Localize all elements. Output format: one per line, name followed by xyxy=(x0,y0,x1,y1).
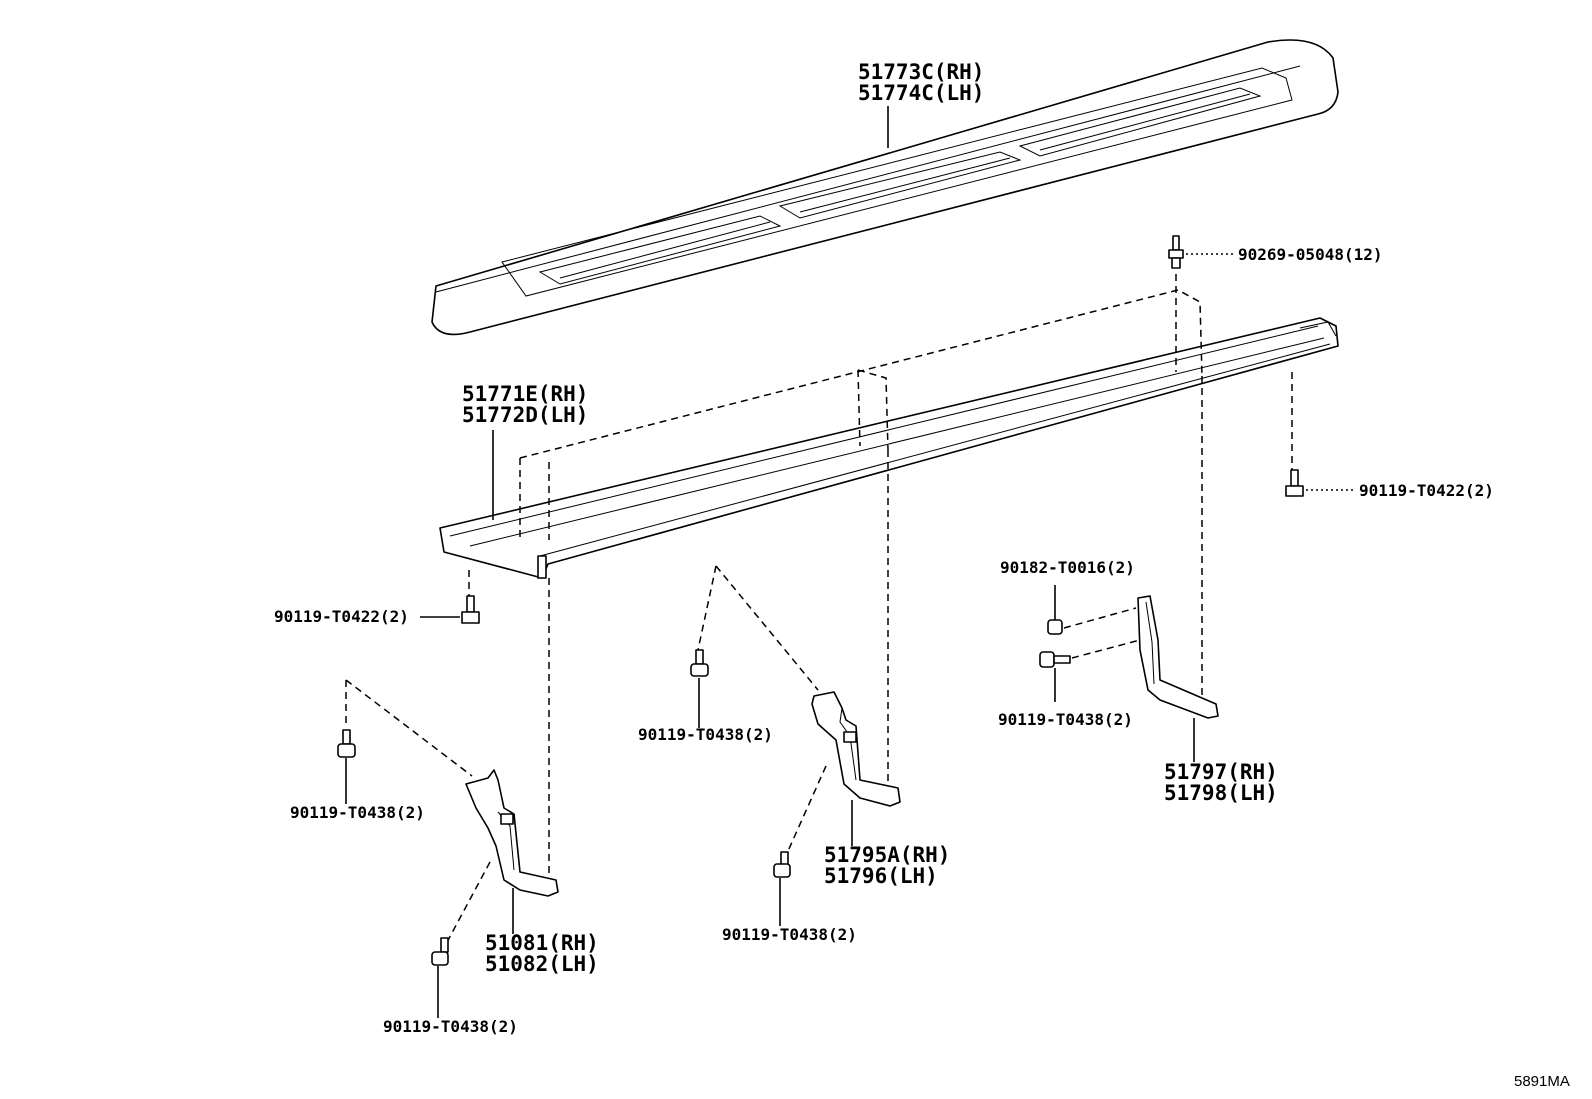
diagram-code: 5891MA xyxy=(1514,1073,1570,1090)
bolt-left-top-part[interactable] xyxy=(461,595,480,624)
dash-front-a xyxy=(345,679,473,777)
bracket-front-part[interactable] xyxy=(465,769,559,897)
bracket-center-label-lh[interactable]: 51796(LH) xyxy=(824,864,938,888)
dash-center-a xyxy=(715,565,819,691)
step-pad-label-lh[interactable]: 51774C(LH) xyxy=(858,81,984,105)
dash-bolt-rear xyxy=(1071,639,1141,659)
bolt-center-lower-part[interactable] xyxy=(773,851,791,878)
bolt-front-lower-part[interactable] xyxy=(431,937,449,966)
bolt-front-upper-part[interactable] xyxy=(337,729,356,758)
bolt-center-lower-label[interactable]: 90119-T0438(2) xyxy=(722,925,857,944)
bolt-right-top-label[interactable]: 90119-T0422(2) xyxy=(1359,481,1494,500)
bolt-left-top-label[interactable]: 90119-T0422(2) xyxy=(274,607,409,626)
clip-label[interactable]: 90269-05048(12) xyxy=(1238,245,1383,264)
step-assembly-label-lh[interactable]: 51772D(LH) xyxy=(462,403,588,427)
bolt-rear-part[interactable] xyxy=(1039,651,1071,668)
step-pad-part[interactable] xyxy=(431,39,1339,336)
clip-part[interactable] xyxy=(1168,235,1184,269)
nut-rear-label[interactable]: 90182-T0016(2) xyxy=(1000,558,1135,577)
step-pad-label-rh[interactable]: 51773C(RH) xyxy=(858,60,984,84)
bolt-right-top-part[interactable] xyxy=(1285,469,1304,497)
dash-pad-center xyxy=(857,369,889,451)
bracket-front-label-lh[interactable]: 51082(LH) xyxy=(485,952,599,976)
bracket-front-label-rh[interactable]: 51081(RH) xyxy=(485,931,599,955)
dash-front-c xyxy=(445,861,491,945)
dash-center-c xyxy=(783,765,827,861)
bracket-rear-part[interactable] xyxy=(1137,595,1219,719)
bolt-center-upper-part[interactable] xyxy=(690,649,709,677)
bracket-rear-label-rh[interactable]: 51797(RH) xyxy=(1164,760,1278,784)
step-assembly-label-rh[interactable]: 51771E(RH) xyxy=(462,382,588,406)
bolt-center-upper-label[interactable]: 90119-T0438(2) xyxy=(638,725,773,744)
bolt-rear-label[interactable]: 90119-T0438(2) xyxy=(998,710,1133,729)
bracket-rear-label-lh[interactable]: 51798(LH) xyxy=(1164,781,1278,805)
bracket-center-label-rh[interactable]: 51795A(RH) xyxy=(824,843,950,867)
bracket-center-part[interactable] xyxy=(811,691,901,807)
dash-nut-rear xyxy=(1063,607,1137,629)
bolt-front-lower-label[interactable]: 90119-T0438(2) xyxy=(383,1017,518,1036)
dash-center-b xyxy=(697,565,717,651)
step-assembly-part[interactable] xyxy=(439,317,1339,579)
nut-rear-part[interactable] xyxy=(1047,619,1063,635)
bolt-front-upper-label[interactable]: 90119-T0438(2) xyxy=(290,803,425,822)
dash-pad-outline xyxy=(519,289,1203,459)
